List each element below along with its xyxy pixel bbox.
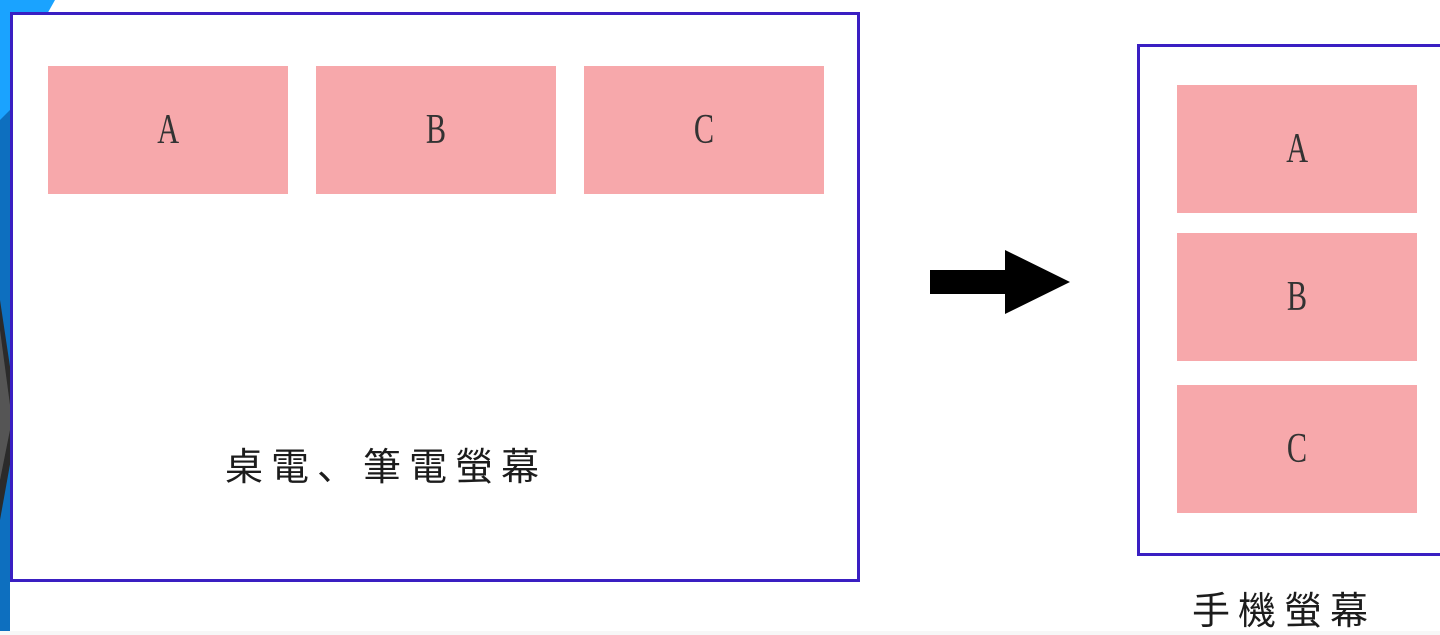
phone-box-b: B [1177, 233, 1417, 361]
phone-box-c-label: C [1286, 426, 1308, 472]
right-arrow-icon [930, 250, 1070, 314]
slide-corner-decoration [0, 0, 55, 631]
desktop-screen-caption: 桌電、筆電螢幕 [225, 445, 548, 489]
phone-box-b-label: B [1286, 274, 1308, 320]
phone-box-a-label: A [1286, 126, 1308, 172]
desktop-box-b-label: B [425, 107, 447, 153]
desktop-box-c-label: C [693, 107, 715, 153]
phone-screen-frame: A B C [1137, 44, 1440, 556]
desktop-box-a-label: A [157, 107, 179, 153]
desktop-screen-frame: A B C [10, 12, 860, 582]
phone-box-a: A [1177, 85, 1417, 213]
phone-box-c: C [1177, 385, 1417, 513]
desktop-box-a: A [48, 66, 288, 194]
phone-screen-caption: 手機螢幕 [1192, 589, 1377, 633]
desktop-box-c: C [584, 66, 824, 194]
desktop-box-b: B [316, 66, 556, 194]
